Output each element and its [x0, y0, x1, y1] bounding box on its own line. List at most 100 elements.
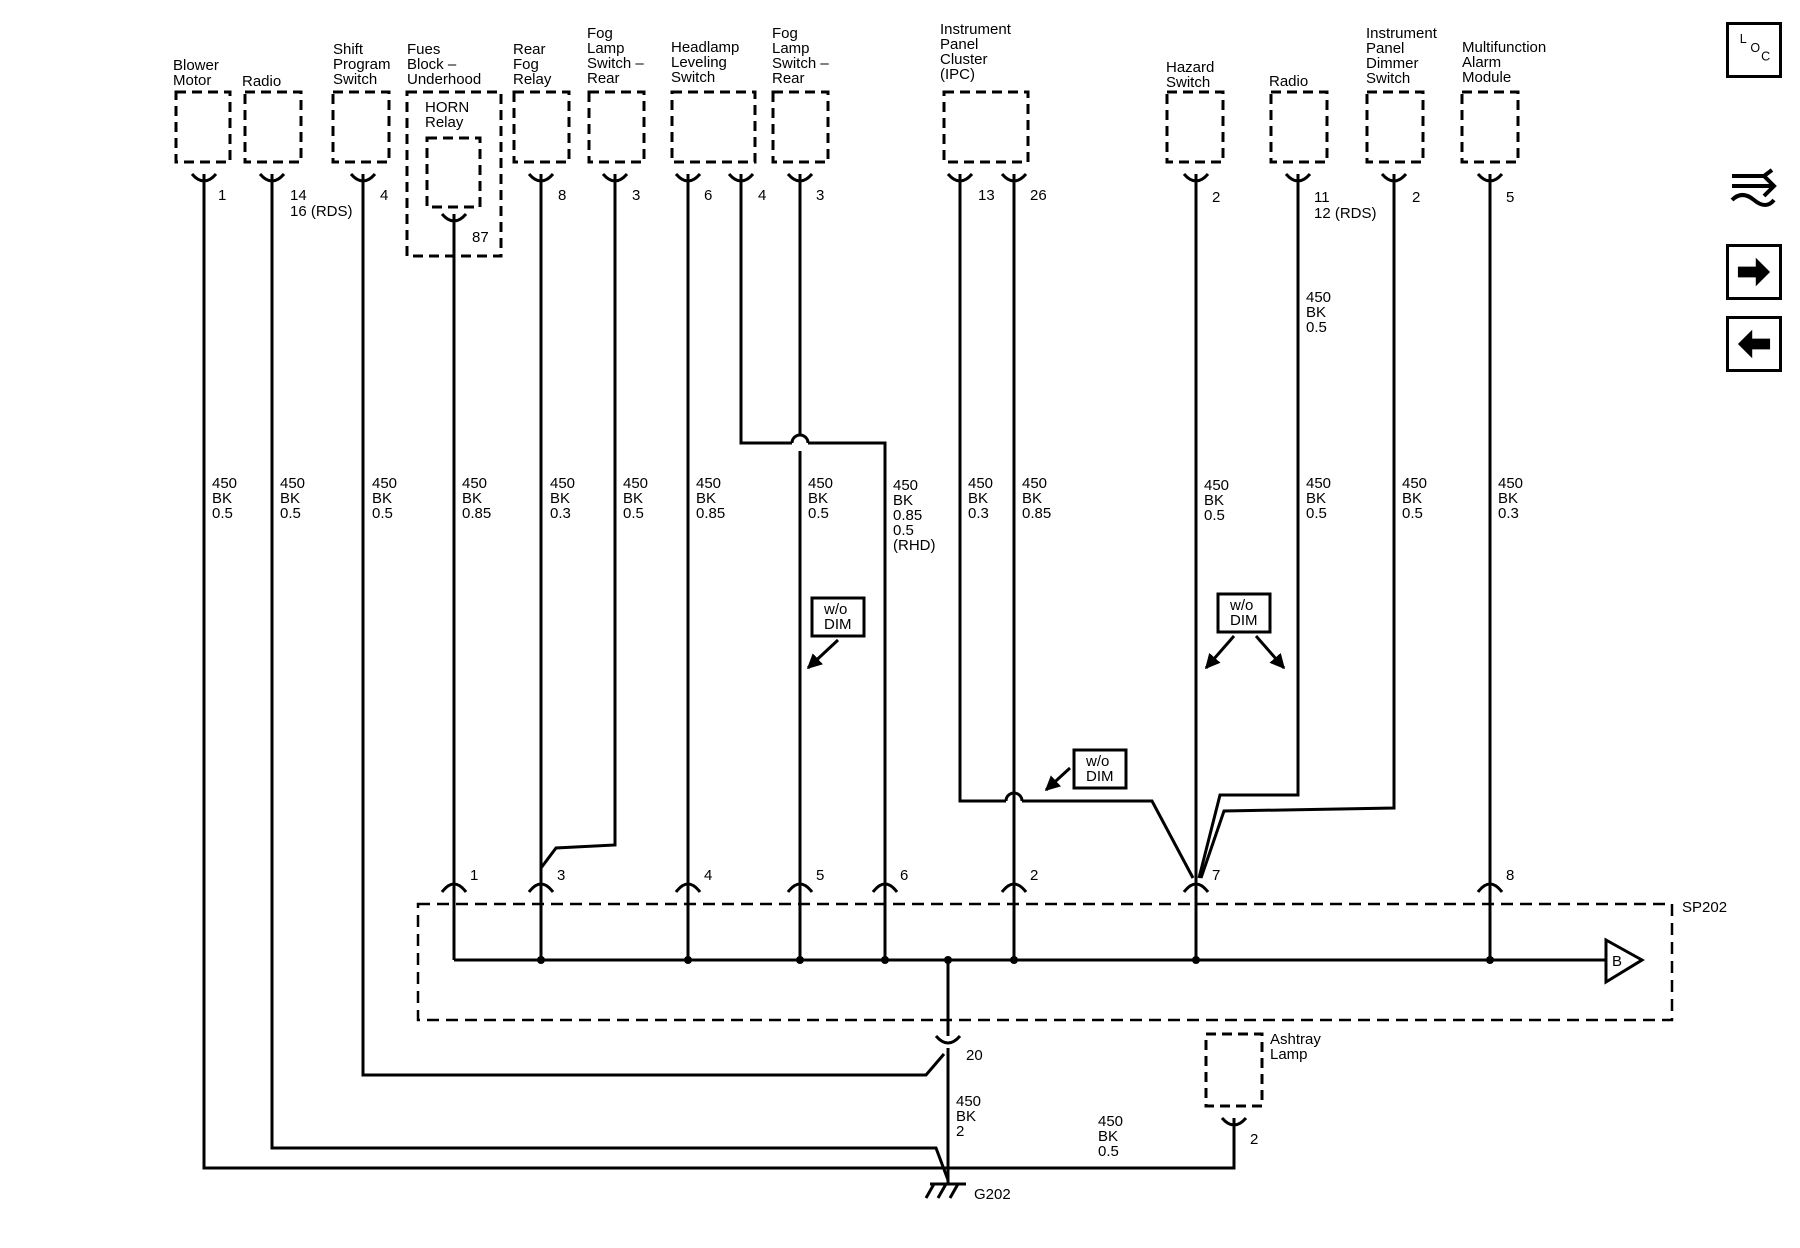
terminal: [1000, 172, 1028, 188]
wire-label: 0.85: [462, 505, 491, 522]
pin-label: 6: [704, 187, 712, 204]
terminal: [1380, 172, 1408, 188]
wire-label: 450: [462, 475, 487, 492]
component-label: Switch –: [587, 55, 644, 72]
wire-label: BK: [1204, 492, 1224, 509]
terminal: [786, 882, 814, 893]
pin-label: 5: [1506, 189, 1514, 206]
terminal: [727, 172, 755, 188]
pin-label: 13: [978, 187, 995, 204]
rear-fog-relay-box: [512, 90, 571, 164]
horn-relay-box: [425, 136, 482, 209]
splice-pin-label: 3: [557, 867, 565, 884]
ip-dimmer-box: [1365, 90, 1425, 164]
splice-pin-label: 5: [816, 867, 824, 884]
next-page-button[interactable]: [1726, 244, 1782, 300]
wire-label: 450: [1402, 475, 1427, 492]
splice-ground-pin: 20: [966, 1047, 983, 1064]
wire-label: 0.5: [280, 505, 301, 522]
pin-label: 2: [1212, 189, 1220, 206]
terminal: [1476, 172, 1504, 188]
schematic-button[interactable]: [1726, 162, 1782, 218]
next-arrow-icon: [1737, 257, 1771, 287]
component-label: Switch: [333, 71, 377, 88]
terminal: [349, 172, 377, 188]
hazard-switch-box: [1165, 90, 1225, 164]
wires: [202, 188, 1606, 1184]
wire-label: 0.3: [1498, 505, 1519, 522]
component-label: Lamp: [772, 40, 810, 57]
wire-label: 450: [1306, 289, 1331, 306]
wire-ipc-a-join: [1022, 799, 1195, 879]
terminal: [1220, 1116, 1248, 1132]
splice-pin-label: 2: [1030, 867, 1038, 884]
svg-text:C: C: [1761, 50, 1770, 64]
component-label: Lamp: [587, 40, 625, 57]
wire-crossover: [790, 433, 810, 444]
component-label: Relay: [513, 71, 552, 88]
wire-label: 450: [696, 475, 721, 492]
previous-page-button[interactable]: [1726, 316, 1782, 372]
option-label: w/o: [823, 601, 847, 618]
schematic-icon: [1730, 168, 1777, 207]
component-label: Panel: [1366, 40, 1404, 57]
loc-button[interactable]: L O C: [1726, 22, 1782, 78]
terminal: [1476, 882, 1504, 893]
wire-label: 450: [1204, 477, 1229, 494]
component-label: Headlamp: [671, 39, 739, 56]
component-label: Blower: [173, 57, 219, 74]
splice-pin-label: 4: [704, 867, 712, 884]
option-box: [1072, 748, 1128, 790]
wire-label: 0.3: [968, 505, 989, 522]
splice-pack-box: [416, 902, 1674, 1022]
splice-pin-label: 8: [1506, 867, 1514, 884]
svg-text:O: O: [1750, 41, 1760, 55]
wire-label: (RHD): [893, 537, 936, 554]
component-label: Shift: [333, 41, 364, 58]
wire-ashtray: [948, 1132, 1236, 1170]
splice-dot: [944, 956, 952, 964]
component-label: Underhood: [407, 71, 481, 88]
pin-label: 26: [1030, 187, 1047, 204]
wire-label: 0.3: [550, 505, 571, 522]
wire-label: BK: [956, 1108, 976, 1125]
wire-label: 0.5: [893, 522, 914, 539]
wire-label: BK: [623, 490, 643, 507]
component-label: Alarm: [1462, 54, 1501, 71]
pin-label: 3: [632, 187, 640, 204]
wire-radio-right: [1197, 188, 1300, 879]
component-label: Hazard: [1166, 59, 1214, 76]
component-label: Switch: [1366, 70, 1410, 87]
wire-label: 0.5: [1204, 507, 1225, 524]
option-box: [810, 596, 866, 638]
pin-label: 12 (RDS): [1314, 205, 1377, 222]
option-label: w/o: [1229, 597, 1253, 614]
pin-label: 14: [290, 187, 307, 204]
wire-label: 0.85: [893, 507, 922, 524]
splice-pin-label: 7: [1212, 867, 1220, 884]
component-label: HORN: [425, 99, 469, 116]
wire-label: BK: [1306, 490, 1326, 507]
pin-label: 2: [1412, 189, 1420, 206]
wire-label: 450: [280, 475, 305, 492]
connector-terminals: [190, 172, 1504, 1132]
component-label: Lamp: [1270, 1046, 1308, 1063]
component-label: Switch: [1166, 74, 1210, 91]
wire-label: 0.5: [372, 505, 393, 522]
wire-label: 450: [1098, 1113, 1123, 1130]
wire-label: 0.5: [1098, 1143, 1119, 1160]
wire-label: BK: [550, 490, 570, 507]
wire-label: BK: [1306, 304, 1326, 321]
component-label: Switch: [671, 69, 715, 86]
component-label: Switch –: [772, 55, 829, 72]
blower-motor-box: [174, 90, 232, 164]
wire-label: BK: [280, 490, 300, 507]
radio-left-box: [243, 90, 303, 164]
wire-label: 0.5: [623, 505, 644, 522]
shift-switch-box: [331, 90, 391, 164]
component-label: Rear: [513, 41, 546, 58]
ipc-box: [942, 90, 1030, 164]
ground-symbol: [924, 1182, 966, 1199]
pin-label: 8: [558, 187, 566, 204]
